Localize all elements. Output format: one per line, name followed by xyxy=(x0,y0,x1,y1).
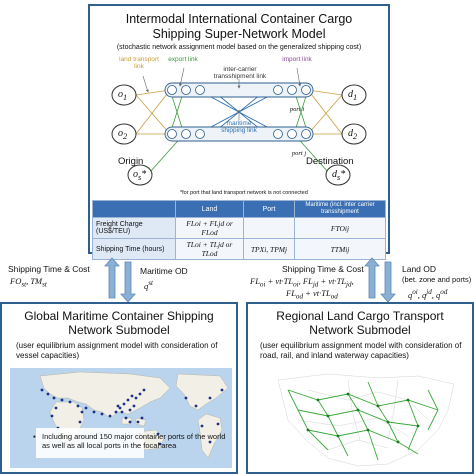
node-os: os* xyxy=(133,169,147,182)
maritime-submodel-title: Global Maritime Container Shipping xyxy=(24,309,214,323)
table-cell: TPXi, TPMj xyxy=(243,238,295,260)
maritime-od-label: Maritime OD xyxy=(140,266,188,276)
table-row: Freight Charge (US$/TEU) FLoi + FLjd or … xyxy=(92,217,386,239)
table-header-cell: Maritime (incl. inter carrier transshipm… xyxy=(294,200,386,218)
flow-arrows xyxy=(104,257,396,303)
table-cell xyxy=(243,217,295,239)
right-up-arrow xyxy=(364,257,380,299)
inter-carrier-link-label: inter-carrier transshipment link xyxy=(213,66,267,80)
super-network-title: Intermodal International Container Cargo xyxy=(125,12,353,26)
left-down-arrow xyxy=(120,261,136,303)
maritime-note: ▪ Including around 150 major container p… xyxy=(33,432,232,450)
port-i-label: port i xyxy=(289,106,305,113)
node-ds: ds* xyxy=(332,169,346,182)
right-flow-line1: FLoi + vt·TLoi, FLjd + vt·TLjd, xyxy=(250,276,354,289)
port-j-label: port j xyxy=(291,150,307,157)
land-od-vars: qoi, qjd, qod xyxy=(408,288,448,300)
land-transport-link-label: land transport link xyxy=(119,56,159,70)
table-cell: FTOij xyxy=(294,217,386,239)
export-link-label: export link xyxy=(168,56,198,63)
table-cell: FLoi + FLjd or FLod xyxy=(175,217,244,239)
map-note-backdrop xyxy=(36,428,144,458)
right-down-arrow xyxy=(380,261,396,303)
table-header-cell xyxy=(92,200,176,218)
footnote: *for port that land transport network is… xyxy=(180,190,308,196)
regional-network-map xyxy=(268,370,464,470)
land-submodel-title: Regional Land Cargo Transport xyxy=(276,309,444,323)
cost-time-table: Land Port Maritime (incl. inter carrier … xyxy=(92,200,386,260)
maritime-od-var: qst xyxy=(144,279,153,291)
land-submodel-title-2: Network Submodel xyxy=(309,323,411,337)
table-row-label: Freight Charge (US$/TEU) xyxy=(92,217,176,239)
table-header-cell: Port xyxy=(243,200,295,218)
port-nodes xyxy=(167,85,311,139)
left-flow-vars: FOst, TMst xyxy=(10,276,47,289)
north-america-landmass xyxy=(175,373,229,411)
label-pointers xyxy=(142,67,302,120)
od-nodes xyxy=(111,84,367,186)
node-d2: d2 xyxy=(348,128,358,141)
land-submodel-desc: (user equilibrium assignment model with … xyxy=(260,341,462,360)
maritime-link-label: maritime shipping link xyxy=(221,120,257,134)
world-map xyxy=(10,368,232,468)
south-america-landmass xyxy=(197,413,223,459)
destination-label: Destination xyxy=(306,156,354,167)
network-nodes xyxy=(306,392,420,444)
left-flow-label: Shipping Time & Cost xyxy=(8,264,90,274)
origin-label: Origin xyxy=(118,156,144,167)
node-o2: o2 xyxy=(118,128,128,141)
table-row: Shipping Time (hours) TLoi + TLjd or TLo… xyxy=(92,238,386,260)
table-cell: TTMij xyxy=(294,238,386,260)
table-header-row: Land Port Maritime (incl. inter carrier … xyxy=(92,200,386,218)
eurasia-landmass xyxy=(39,371,171,419)
node-o1: o1 xyxy=(118,89,128,102)
right-flow-label: Shipping Time & Cost xyxy=(282,264,364,274)
super-network-subtitle: (stochastic network assignment model bas… xyxy=(116,44,362,51)
table-header-cell: Land xyxy=(175,200,244,218)
land-od-desc: (bet. zone and ports) xyxy=(402,275,472,284)
super-network-title-2: Shipping Super-Network Model xyxy=(152,27,326,41)
right-flow-line2: FLod + vt·TLod xyxy=(286,288,338,301)
super-network-graph xyxy=(111,67,367,186)
left-up-arrow xyxy=(104,257,120,299)
land-transport-links xyxy=(135,89,343,135)
bullet-icon: ▪ xyxy=(33,432,36,441)
maritime-submodel-title-2: Network Submodel xyxy=(68,323,170,337)
maritime-note-text: Including around 150 major container por… xyxy=(42,432,226,450)
table-row-label: Shipping Time (hours) xyxy=(92,238,176,260)
import-link-label: import link xyxy=(282,56,312,63)
maritime-submodel-desc: (user equilibrium assignment model with … xyxy=(16,341,218,360)
table-cell: TLoi + TLjd or TLod xyxy=(175,238,244,260)
region-boundaries xyxy=(277,373,455,467)
land-od-label: Land OD xyxy=(402,264,437,274)
node-d1: d1 xyxy=(348,89,358,102)
